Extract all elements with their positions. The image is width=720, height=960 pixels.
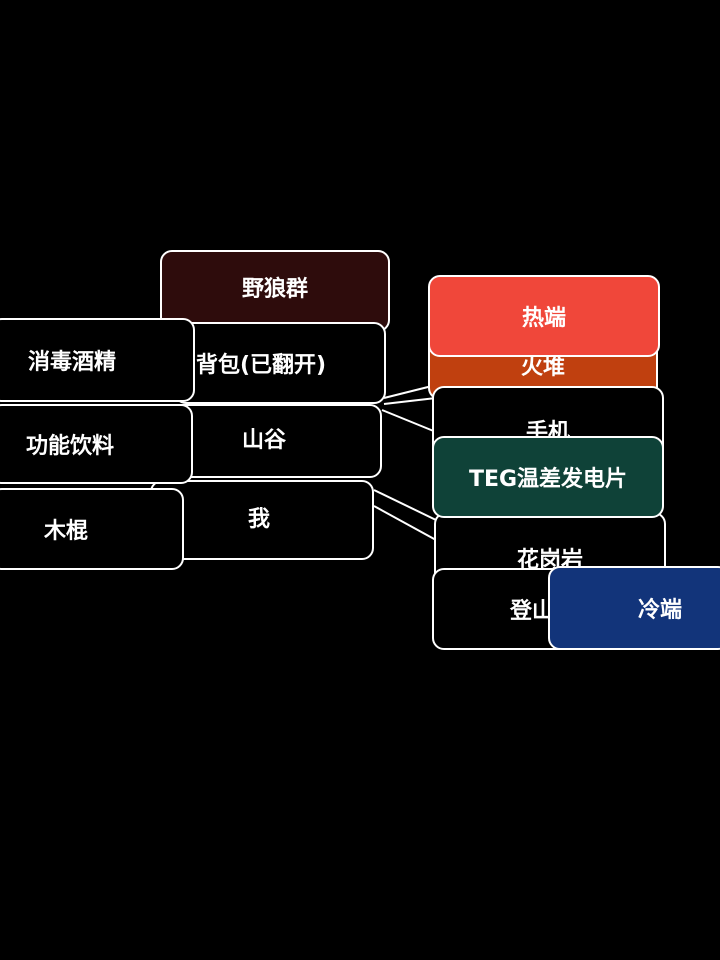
node-backpack[interactable]: 背包(已翻开) xyxy=(174,322,386,404)
node-wolves-label: 野狼群 xyxy=(241,277,308,302)
node-teg[interactable]: TEG温差发电片 xyxy=(432,436,664,518)
node-hot-end[interactable]: 热端 xyxy=(428,275,660,357)
link-me-granite xyxy=(373,505,437,541)
node-wolves[interactable]: 野狼群 xyxy=(160,250,390,332)
link-me-teg xyxy=(373,489,437,521)
node-stick[interactable]: 木棍 xyxy=(0,488,184,570)
node-me-label: 我 xyxy=(248,507,271,532)
node-me[interactable]: 我 xyxy=(150,480,374,560)
node-stick-label: 木棍 xyxy=(44,519,89,544)
node-hot-end-label: 热端 xyxy=(521,306,566,331)
node-teg-label: TEG温差发电片 xyxy=(468,467,628,492)
node-alcohol-label: 消毒酒精 xyxy=(28,350,117,375)
node-campfire-label: 火堆 xyxy=(520,355,565,380)
node-drink-label: 功能饮料 xyxy=(26,434,115,459)
node-climb-label: 登山 xyxy=(510,599,555,624)
node-valley[interactable]: 山谷 xyxy=(160,404,382,478)
link-backpack-phone xyxy=(383,397,437,405)
node-cold-end[interactable]: 冷端 xyxy=(548,566,720,650)
node-alcohol[interactable]: 消毒酒精 xyxy=(0,318,195,402)
node-valley-label: 山谷 xyxy=(242,428,287,453)
link-valley-phone xyxy=(381,409,437,433)
node-backpack-label: 背包(已翻开) xyxy=(196,353,327,378)
node-cold-end-label: 冷端 xyxy=(638,598,683,623)
link-backpack-campfire xyxy=(383,385,433,399)
node-drink[interactable]: 功能饮料 xyxy=(0,404,193,484)
